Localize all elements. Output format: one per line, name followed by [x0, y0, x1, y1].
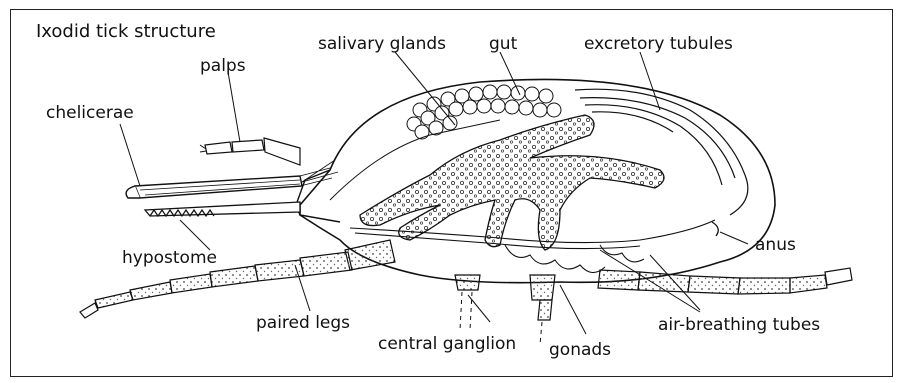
palps-shape [200, 138, 300, 165]
label-chelicerae: chelicerae [46, 103, 134, 123]
label-central-ganglion: central ganglion [378, 334, 516, 354]
chelicerae-shape [126, 160, 338, 198]
label-excretory-tubules: excretory tubules [584, 34, 733, 54]
label-air-breathing-tubes: air-breathing tubes [658, 315, 820, 335]
label-gut: gut [489, 34, 517, 54]
label-salivary-glands: salivary glands [318, 34, 446, 54]
hypostome-shape [145, 202, 300, 216]
label-anus: anus [755, 235, 796, 255]
label-hypostome: hypostome [122, 248, 217, 268]
label-paired-legs: paired legs [256, 313, 350, 333]
diagram-title: Ixodid tick structure [36, 22, 216, 42]
label-palps: palps [200, 56, 246, 76]
label-gonads: gonads [549, 340, 611, 360]
